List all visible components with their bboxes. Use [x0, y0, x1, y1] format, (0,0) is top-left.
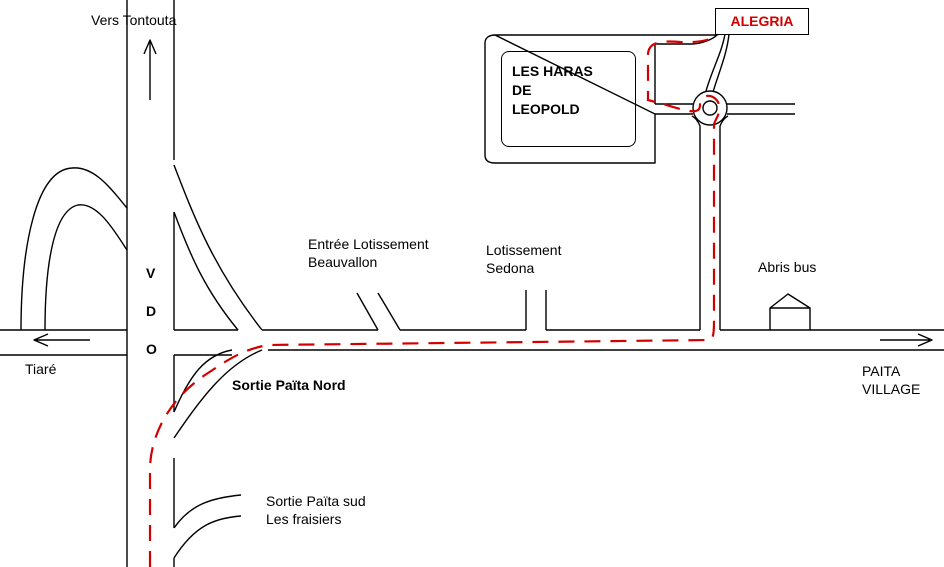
sedona-line-2: Sedona [486, 260, 535, 276]
west-ramp-inner [44, 204, 128, 331]
label-sortie-nord: Sortie Païta Nord [232, 377, 346, 393]
label-north: Vers Tontouta [91, 12, 177, 28]
haras-line-2: DE [512, 82, 532, 98]
roundabout-outer [692, 90, 728, 126]
label-sedona: Lotissement Sedona [486, 241, 561, 277]
label-bus-shelter: Abris bus [758, 259, 817, 275]
east-arrow [880, 333, 933, 347]
label-sortie-sud: Sortie Païta sud Les fraisiers [266, 492, 366, 528]
vdo-letter-o: O [146, 341, 157, 357]
route-path [148, 31, 721, 567]
label-west-tiare: Tiaré [25, 361, 57, 377]
sortie-sud-ramp-outer [173, 494, 242, 529]
haras-line-3: LEOPOLD [512, 101, 580, 117]
sortie-nord-ramp-outer [173, 349, 233, 413]
west-ramp-outer [20, 167, 128, 331]
roundabout-west-road [655, 103, 693, 115]
label-beauvallon: Entrée Lotissement Beauvallon [308, 235, 429, 271]
main-road-bottom [0, 349, 944, 356]
sedona-entry [525, 290, 547, 330]
sedona-line-1: Lotissement [486, 242, 562, 258]
ne-ramp-outer [173, 164, 263, 331]
vdo-letter-v: V [146, 265, 156, 281]
sortie-sud-ramp-inner [173, 515, 242, 559]
ne-ramp-inner [173, 211, 239, 331]
roundabout-inner [702, 100, 718, 116]
destination-alegria: ALEGRIA [715, 8, 809, 35]
north-road-right [719, 115, 729, 330]
bus-shelter [769, 293, 811, 330]
west-arrow [33, 333, 90, 347]
haras-line-1: LES HARAS [512, 63, 593, 79]
north-road-left [691, 115, 701, 330]
sortie-nord-ramp-inner [173, 349, 263, 439]
beauvallon-line-1: Entrée Lotissement [308, 236, 429, 252]
haras-de-leopold-box: LES HARAS DE LEOPOLD [501, 51, 636, 147]
north-arrow [143, 39, 157, 100]
beauvallon-line-2: Beauvallon [308, 254, 378, 270]
paita-line-2: VILLAGE [862, 381, 921, 397]
sortie-sud-line-2: Les fraisiers [266, 511, 342, 527]
haras-enclosure [484, 34, 718, 164]
sortie-sud-line-1: Sortie Païta sud [266, 493, 366, 509]
label-paita-village: PAITA VILLAGE [862, 362, 920, 398]
roundabout-east-road [727, 103, 795, 115]
beauvallon-entry [356, 292, 401, 331]
road-to-alegria [705, 33, 730, 93]
paita-line-1: PAITA [862, 363, 901, 379]
vdo-letter-d: D [146, 303, 157, 319]
